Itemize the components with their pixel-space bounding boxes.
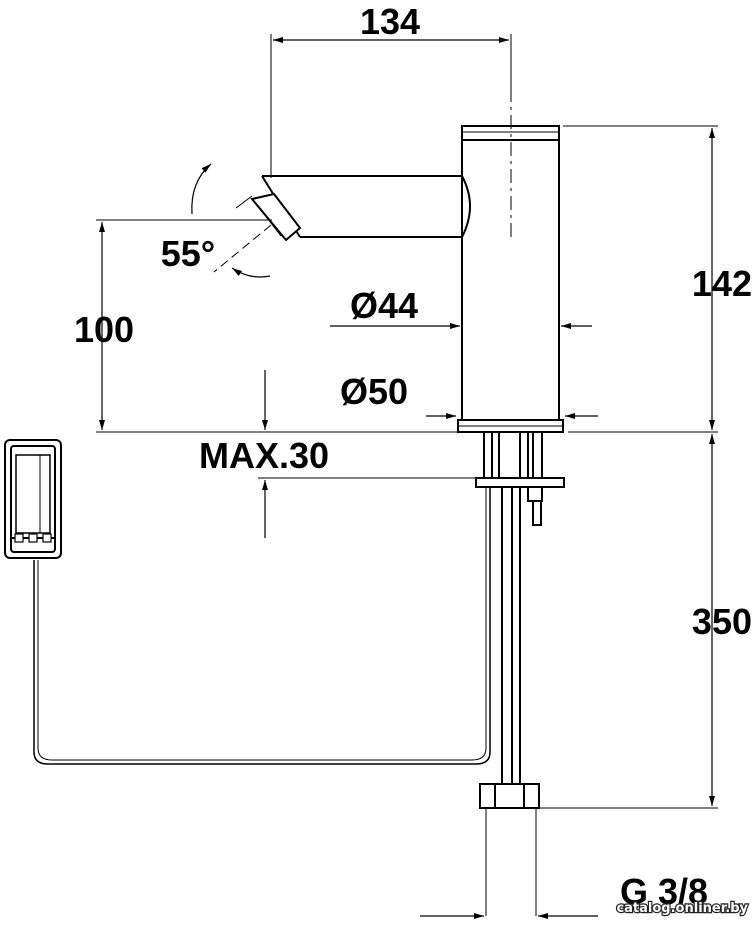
dimension-total-height: 142 — [563, 125, 752, 433]
dimension-max-deck: MAX.30 — [199, 370, 476, 538]
faucet-body — [457, 125, 564, 433]
label-100: 100 — [74, 309, 134, 350]
label-142: 142 — [692, 263, 752, 304]
label-55-degrees: 55° — [161, 233, 215, 274]
dimension-body-diameter: Ø44 — [330, 285, 592, 329]
label-134: 134 — [360, 1, 420, 42]
label-350: 350 — [692, 601, 752, 642]
dimension-connection-length: 350 — [540, 434, 752, 809]
label-diameter-44: Ø44 — [350, 285, 418, 326]
dimension-thread: G 3/8 — [420, 871, 708, 919]
dimension-base-diameter: Ø50 — [340, 371, 598, 419]
dimension-spout-height: 100 — [74, 219, 458, 433]
underdeck-assembly — [475, 432, 565, 916]
dimension-spout-reach: 134 — [270, 1, 512, 178]
spout — [250, 175, 471, 242]
label-g-3-8: G 3/8 — [620, 871, 708, 912]
sensor-cable — [33, 487, 491, 765]
dimension-spray-angle: 55° — [161, 163, 272, 278]
control-box — [4, 439, 62, 559]
watermark-text: catalog.onliner.by — [616, 901, 748, 916]
label-max-30: MAX.30 — [199, 435, 329, 476]
label-diameter-50: Ø50 — [340, 371, 408, 412]
